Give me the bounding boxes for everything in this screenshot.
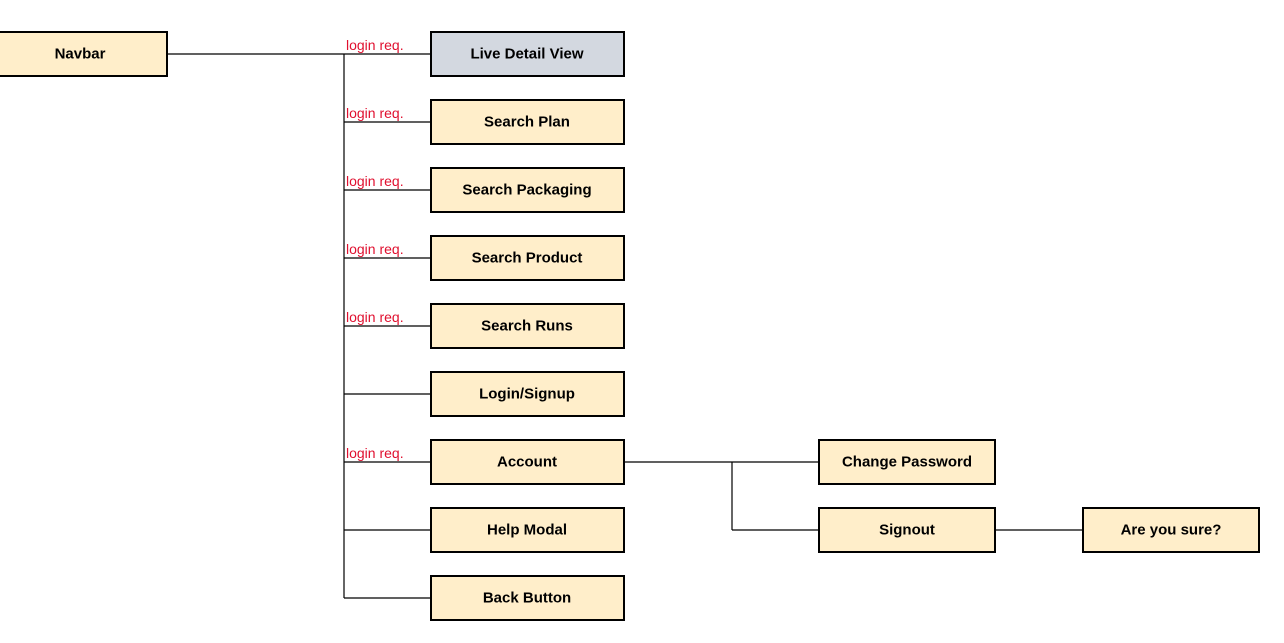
login-note-search-plan: login req. bbox=[346, 105, 404, 121]
node-signout: Signout bbox=[818, 507, 996, 553]
node-are-you-sure-label: Are you sure? bbox=[1121, 522, 1222, 539]
node-search-product-label: Search Product bbox=[472, 250, 583, 267]
node-account-label: Account bbox=[497, 454, 557, 471]
node-search-packaging: Search Packaging bbox=[430, 167, 625, 213]
node-login-signup: Login/Signup bbox=[430, 371, 625, 417]
node-search-runs-label: Search Runs bbox=[481, 318, 573, 335]
node-are-you-sure: Are you sure? bbox=[1082, 507, 1260, 553]
login-note-search-packaging: login req. bbox=[346, 173, 404, 189]
node-change-password: Change Password bbox=[818, 439, 996, 485]
node-help-modal-label: Help Modal bbox=[487, 522, 567, 539]
node-search-product: Search Product bbox=[430, 235, 625, 281]
node-back-button-label: Back Button bbox=[483, 590, 571, 607]
login-required-notes: login req. login req. login req. login r… bbox=[346, 37, 404, 461]
login-note-account: login req. bbox=[346, 445, 404, 461]
node-signout-label: Signout bbox=[879, 522, 935, 539]
login-note-search-product: login req. bbox=[346, 241, 404, 257]
node-search-runs: Search Runs bbox=[430, 303, 625, 349]
node-live-detail-view: Live Detail View bbox=[430, 31, 625, 77]
node-login-signup-label: Login/Signup bbox=[479, 386, 575, 403]
login-note-live-detail-view: login req. bbox=[346, 37, 404, 53]
connector-lines bbox=[167, 53, 1083, 599]
node-navbar-label: Navbar bbox=[55, 46, 106, 63]
node-help-modal: Help Modal bbox=[430, 507, 625, 553]
node-change-password-label: Change Password bbox=[842, 454, 972, 471]
node-back-button: Back Button bbox=[430, 575, 625, 621]
node-search-packaging-label: Search Packaging bbox=[462, 182, 591, 199]
login-note-search-runs: login req. bbox=[346, 309, 404, 325]
node-account: Account bbox=[430, 439, 625, 485]
node-search-plan-label: Search Plan bbox=[484, 114, 570, 131]
node-search-plan: Search Plan bbox=[430, 99, 625, 145]
node-live-detail-view-label: Live Detail View bbox=[470, 46, 583, 63]
node-navbar: Navbar bbox=[0, 31, 168, 77]
